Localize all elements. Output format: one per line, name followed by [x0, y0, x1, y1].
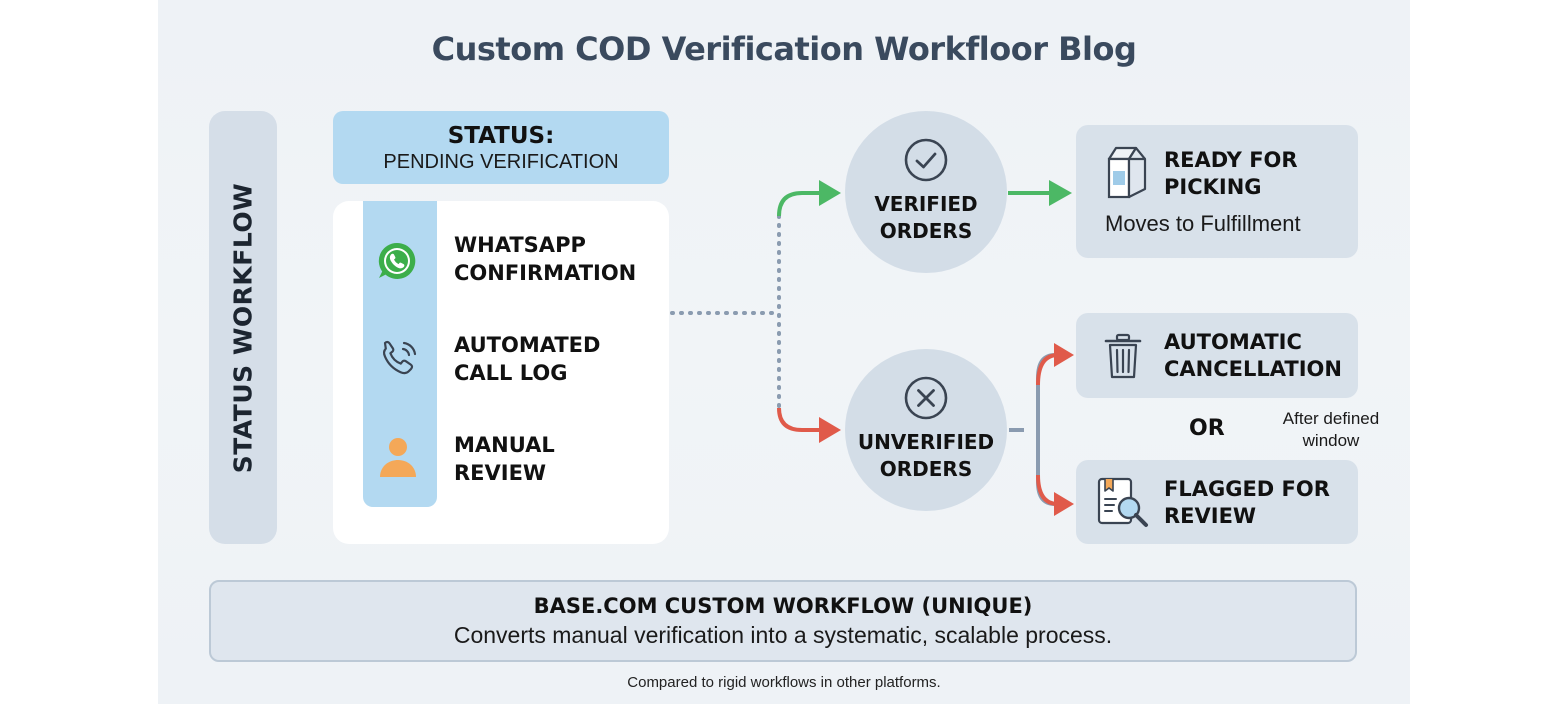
person-icon	[377, 435, 419, 484]
ready-for-picking-subtitle: Moves to Fulfillment	[1105, 211, 1301, 236]
whatsapp-icon	[377, 241, 417, 286]
flagged-for-review-card: FLAGGED FOR REVIEW	[1076, 460, 1358, 544]
status-heading: STATUS:	[447, 123, 555, 149]
ready-for-picking-title: READY FOR PICKING	[1164, 148, 1298, 199]
automatic-cancellation-card: AUTOMATIC CANCELLATION	[1076, 313, 1358, 398]
status-workflow-sidebar: STATUS WORKFLOW	[209, 111, 277, 544]
window-note: After defined window	[1282, 409, 1380, 450]
method-label: MANUAL REVIEW	[454, 433, 555, 485]
method-label: WHATSAPP CONFIRMATION	[454, 233, 637, 285]
unverified-orders-node: UNVERIFIED ORDERS	[845, 349, 1007, 511]
phone-call-icon	[377, 337, 421, 386]
flow-connectors	[670, 180, 1074, 516]
method-whatsapp: WHATSAPP CONFIRMATION	[333, 231, 669, 301]
method-label: AUTOMATED CALL LOG	[454, 333, 601, 385]
base-com-banner: BASE.COM CUSTOM WORKFLOW (UNIQUE) Conver…	[209, 580, 1357, 662]
banner-subtitle: Converts manual verification into a syst…	[453, 622, 1113, 648]
automatic-cancellation-title: AUTOMATIC CANCELLATION	[1164, 330, 1342, 381]
ready-for-picking-card: READY FOR PICKING Moves to Fulfillment	[1076, 125, 1358, 258]
unverified-orders-label: UNVERIFIED ORDERS	[857, 430, 995, 481]
status-box: STATUS: PENDING VERIFICATION	[333, 111, 669, 184]
method-manual-review: MANUAL REVIEW	[333, 431, 669, 501]
document-search-icon	[1096, 475, 1150, 534]
check-circle-icon	[903, 137, 949, 188]
diagram-title: Custom COD Verification Workfloor Blog	[431, 30, 1137, 68]
diagram-canvas: Custom COD Verification Workfloor Blog S…	[158, 0, 1410, 704]
verification-methods-card: WHATSAPP CONFIRMATION AUTOMATED CALL LOG…	[333, 201, 669, 544]
footnote: Compared to rigid workflows in other pla…	[627, 674, 941, 691]
banner-title: BASE.COM CUSTOM WORKFLOW (UNIQUE)	[533, 594, 1033, 618]
status-value: PENDING VERIFICATION	[383, 151, 619, 173]
method-call-log: AUTOMATED CALL LOG	[333, 331, 669, 401]
box-icon	[1103, 145, 1149, 206]
trash-icon	[1103, 333, 1143, 386]
verified-orders-node: VERIFIED ORDERS	[845, 111, 1007, 273]
flagged-for-review-title: FLAGGED FOR REVIEW	[1164, 477, 1330, 528]
or-label: OR	[1189, 416, 1225, 441]
x-circle-icon	[903, 375, 949, 426]
verified-orders-label: VERIFIED ORDERS	[874, 192, 978, 243]
